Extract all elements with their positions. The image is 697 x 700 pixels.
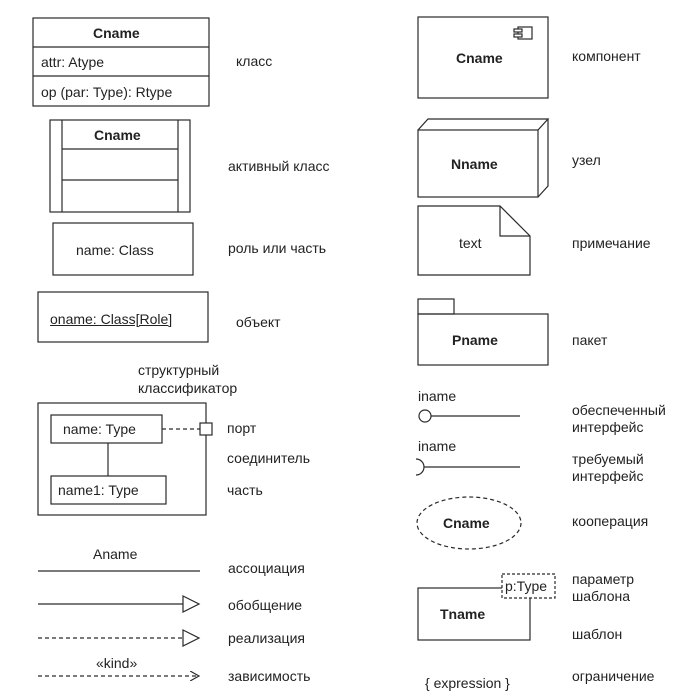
generalization-arrow	[38, 595, 201, 613]
association-label: ассоциация	[228, 560, 305, 576]
note-label: примечание	[572, 235, 651, 251]
required-interface-label-1: требуемый	[572, 451, 644, 467]
class-attribute: attr: Atype	[41, 54, 105, 70]
object-symbol	[37, 291, 209, 343]
dependency-stereotype: «kind»	[96, 655, 138, 671]
association-name: Aname	[93, 546, 138, 562]
dependency-label: зависимость	[228, 668, 311, 684]
collaboration-label: кооперация	[572, 513, 649, 529]
part-label: часть	[227, 482, 263, 498]
role-symbol	[52, 222, 194, 276]
template-symbol	[417, 573, 556, 641]
package-name: Pname	[452, 332, 498, 348]
template-parameter: p:Type	[505, 578, 548, 594]
component-label: компонент	[572, 48, 641, 64]
object-text: oname: Class[Role]	[50, 311, 173, 327]
class-symbol	[32, 17, 210, 107]
active-class-symbol	[49, 119, 191, 213]
collaboration-name: Cname	[443, 515, 490, 531]
structured-classifier-title-1: структурный	[138, 362, 220, 378]
class-name: Cname	[93, 25, 140, 41]
generalization-label: обобщение	[228, 597, 303, 613]
active-class-label: активный класс	[228, 158, 330, 174]
template-parameter-label-2: шаблона	[572, 588, 631, 604]
node-name: Nname	[451, 156, 498, 172]
realization-arrow	[38, 629, 201, 647]
template-parameter-label-1: параметр	[572, 571, 635, 587]
collaboration-symbol	[416, 496, 522, 550]
provided-interface-symbol	[418, 409, 520, 423]
structured-classifier-symbol	[37, 402, 213, 516]
node-symbol	[417, 118, 550, 198]
provided-interface-label-2: интерфейс	[572, 419, 644, 435]
note-corner	[499, 206, 530, 237]
note-text: text	[459, 235, 482, 251]
package-symbol	[417, 298, 549, 366]
class-label: класс	[236, 53, 273, 69]
component-name: Cname	[456, 50, 503, 66]
node-label: узел	[572, 152, 601, 168]
component-symbol	[417, 16, 549, 99]
required-interface-name: iname	[418, 438, 457, 454]
class-operation: op (par: Type): Rtype	[41, 84, 173, 100]
role-text: name: Class	[76, 242, 154, 258]
constraint-label: ограничение	[572, 668, 655, 684]
template-name: Tname	[440, 606, 486, 622]
port-label: порт	[227, 420, 257, 436]
provided-interface-name: iname	[418, 388, 457, 404]
note-symbol	[417, 205, 531, 276]
structured-classifier-title-2: классификатор	[138, 380, 238, 396]
part-name-2: name1: Type	[58, 482, 139, 498]
connector-label: соединитель	[227, 450, 311, 466]
package-label: пакет	[572, 332, 608, 348]
constraint-text: { expression }	[425, 675, 510, 691]
object-label: объект	[236, 314, 281, 330]
realization-label: реализация	[228, 630, 305, 646]
required-interface-label-2: интерфейс	[572, 468, 644, 484]
template-label: шаблон	[572, 626, 623, 642]
role-label: роль или часть	[228, 240, 327, 256]
required-interface-symbol	[415, 458, 520, 476]
provided-interface-label-1: обеспеченный	[572, 402, 666, 418]
active-class-name: Cname	[94, 127, 141, 143]
part-name-1: name: Type	[63, 421, 136, 437]
